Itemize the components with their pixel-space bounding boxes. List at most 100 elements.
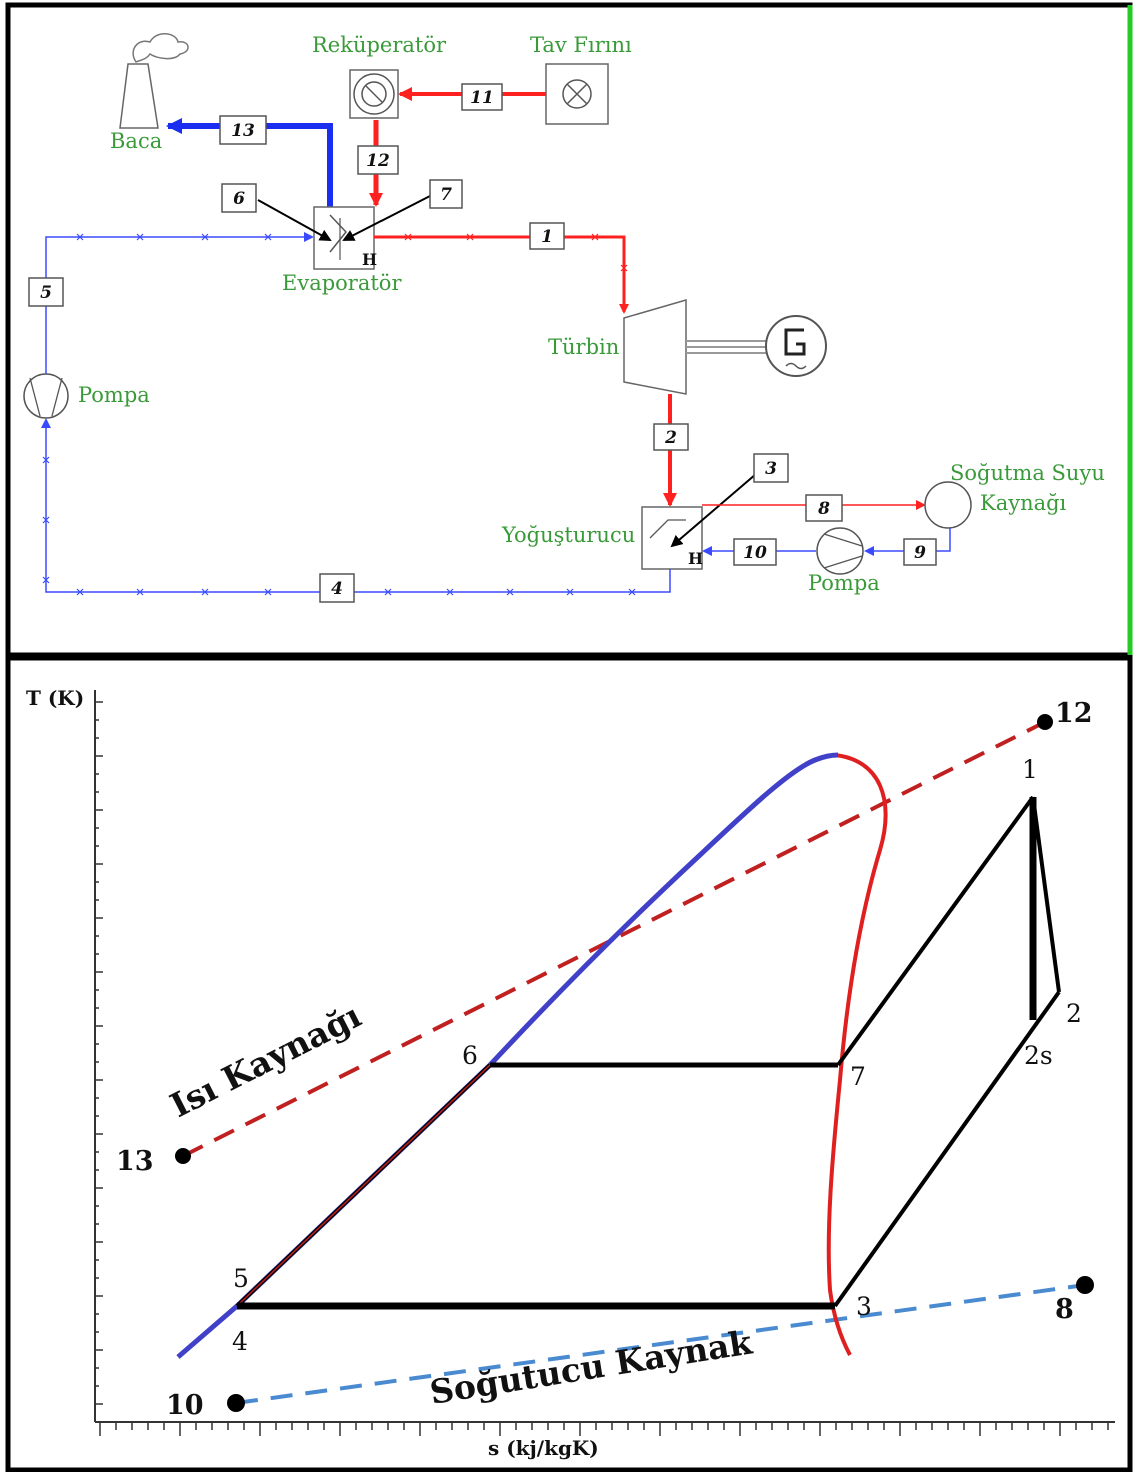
- point-4-label: 4: [232, 1327, 248, 1356]
- stream-1-box: [529, 222, 565, 250]
- point-13-label: 13: [116, 1146, 154, 1177]
- point-2s-label: 2s: [1024, 1041, 1053, 1070]
- pipe-marker: [42, 516, 50, 524]
- pipe-marker: [591, 233, 599, 241]
- point-3-label: 3: [856, 1292, 872, 1321]
- stream-13-label: 13: [231, 121, 255, 141]
- axis-ticks: [95, 701, 1109, 1436]
- point-8-marker: [1076, 1276, 1094, 1294]
- cycle-7-1: [836, 795, 1035, 1067]
- main-pump-icon: [23, 373, 69, 419]
- point-7-label: 7: [850, 1062, 866, 1091]
- cycle-2-3: [833, 990, 1061, 1308]
- stream-5-box: [28, 277, 64, 307]
- pipe-marker: [42, 456, 50, 464]
- pipe-marker: [264, 233, 272, 241]
- pipe-marker: [466, 233, 474, 241]
- turbine-label: Türbin: [548, 335, 619, 359]
- stream-7-box: [429, 179, 463, 209]
- point-2-label: 2: [1066, 999, 1082, 1028]
- stream-3-box: [753, 453, 789, 483]
- cycle-5-6-overlay: [236, 1064, 491, 1307]
- cycle-1-2: [1031, 796, 1061, 993]
- stream-10-box: [733, 538, 777, 566]
- condenser-h-label: H: [688, 549, 703, 568]
- pipe-marker: [628, 588, 636, 596]
- furnace-label: Tav Fırını: [530, 33, 632, 57]
- pipe-marker: [620, 264, 628, 272]
- stream-1-label: 1: [541, 227, 553, 247]
- pipe-marker: [264, 588, 272, 596]
- pipe-markers: [42, 233, 636, 596]
- y-axis-label: T (K): [26, 686, 84, 710]
- pointer-7-arrow: [342, 195, 431, 241]
- turbine-icon: [623, 299, 768, 395]
- schematic-panel: Baca Reküperatör Tav Fırını 11 12 13: [5, 2, 1133, 658]
- stream-10-label: 10: [743, 543, 767, 563]
- pipe-marker: [506, 588, 514, 596]
- stream-3-label: 3: [765, 459, 777, 479]
- pipe-marker: [136, 588, 144, 596]
- point-8-label: 8: [1055, 1294, 1074, 1325]
- saturated-liquid-curve: [176, 752, 839, 1359]
- cooling-source-label: Soğutma Suyu: [950, 461, 1105, 485]
- pipe-marker: [384, 588, 392, 596]
- pipe-marker: [76, 588, 84, 596]
- stream-8-label: 8: [817, 499, 830, 519]
- pipe-marker: [76, 233, 84, 241]
- stream-11-box: [461, 83, 503, 111]
- coolant-line: [235, 1283, 1086, 1405]
- point-10-label: 10: [166, 1390, 204, 1421]
- stream-5-label: 5: [40, 283, 52, 303]
- ts-cycle: [235, 795, 1061, 1310]
- stream-2-label: 2: [664, 428, 677, 448]
- point-6-label: 6: [462, 1041, 478, 1070]
- generator-icon: [765, 315, 827, 377]
- pipe-marker: [201, 588, 209, 596]
- recuperator-label: Reküperatör: [312, 33, 447, 57]
- chimney-label: Baca: [110, 129, 162, 153]
- stream-7-label: 7: [440, 185, 452, 205]
- point-13-marker: [175, 1148, 191, 1164]
- point-12-label: 12: [1055, 698, 1093, 729]
- stream-6-label: 6: [233, 189, 245, 209]
- point-12-marker: [1037, 714, 1053, 730]
- condenser-label: Yoğuşturucu: [501, 523, 635, 547]
- evaporator-h-label: H: [362, 250, 377, 269]
- ts-diagram-panel: T (K) s (kj/kgK) 12 1 2 2s 7 6: [5, 655, 1133, 1472]
- stream-12-box: [357, 145, 399, 175]
- stream-6-box: [221, 183, 257, 213]
- stream-4-line: [41, 418, 671, 593]
- stream-13-box: [219, 115, 267, 145]
- pipe-marker: [42, 576, 50, 584]
- stream-4-label: 4: [331, 579, 343, 599]
- x-axis-label: s (kj/kgK): [488, 1436, 599, 1460]
- point-10-marker: [227, 1394, 245, 1412]
- stream-12-label: 12: [366, 151, 390, 171]
- pointer-3-arrow: [670, 473, 757, 548]
- stream-9-line: [864, 528, 951, 556]
- cooling-source-label-2: Kaynağı: [980, 491, 1067, 515]
- pipe-marker: [446, 588, 454, 596]
- stream-1-line: [374, 235, 629, 314]
- stream-4-box: [319, 573, 355, 603]
- pipe-marker: [136, 233, 144, 241]
- cooling-pump-icon: [816, 527, 864, 575]
- pipe-marker: [201, 233, 209, 241]
- stream-11-label: 11: [470, 88, 494, 108]
- cooling-source-icon: [924, 481, 972, 529]
- pointer-6-arrow: [257, 199, 332, 241]
- furnace-icon: [545, 63, 609, 125]
- stream-9-label: 9: [914, 543, 926, 563]
- cooling-pump-label: Pompa: [808, 571, 880, 595]
- stream-9-box: [903, 538, 937, 566]
- stream-8-box: [805, 494, 843, 522]
- point-1-label: 1: [1022, 755, 1038, 784]
- main-pump-label: Pompa: [78, 383, 150, 407]
- pipe-marker: [566, 588, 574, 596]
- evaporator-label: Evaporatör: [282, 271, 402, 295]
- recuperator-icon: [349, 69, 399, 119]
- stream-2-box: [653, 423, 689, 451]
- point-5-label: 5: [233, 1264, 249, 1293]
